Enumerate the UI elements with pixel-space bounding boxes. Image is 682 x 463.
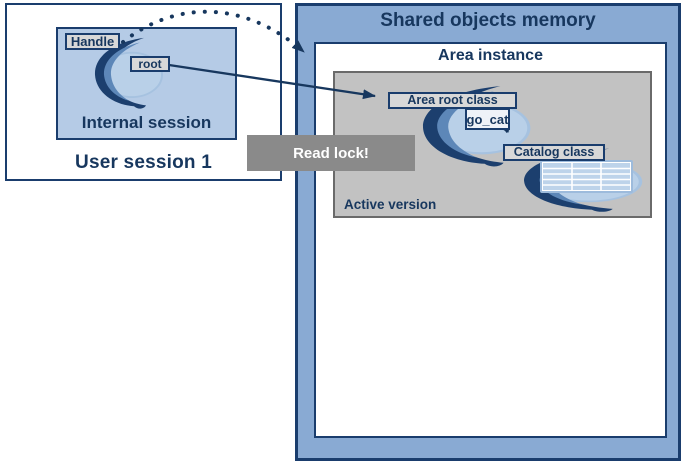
area-instance-title: Area instance (438, 47, 543, 64)
catalog-class-label: Catalog class (503, 144, 605, 161)
internal-session-title: Internal session (81, 113, 212, 132)
root-label: root (130, 56, 170, 72)
shared-objects-memory-box: Shared objects memory Area instance Acti… (295, 3, 681, 461)
user-session-box: Internal session User session 1 (5, 3, 282, 181)
active-version-label: Active version (344, 197, 437, 212)
read-lock-badge: Read lock! (247, 135, 415, 171)
user-session-title: User session 1 (75, 152, 212, 173)
area-root-class-label: Area root class (388, 92, 517, 109)
handle-label: Handle (65, 33, 120, 50)
shared-objects-memory-title: Shared objects memory (380, 10, 596, 31)
go-cat-label: go_cat (465, 108, 510, 130)
